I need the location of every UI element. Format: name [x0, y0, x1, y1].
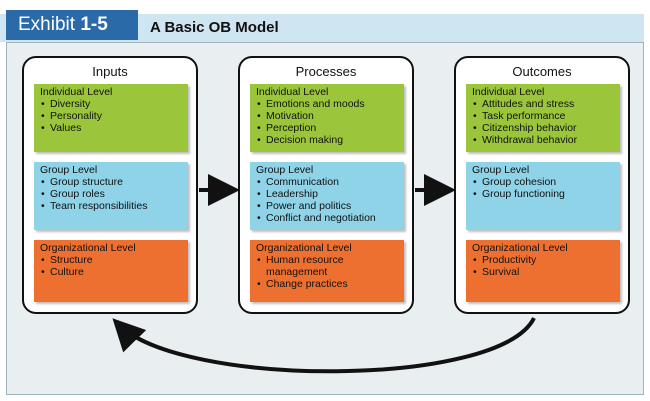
column-processes: Processes Individual Level Emotions and … — [238, 56, 414, 314]
list-item: Structure — [40, 254, 182, 266]
list-item: Change practices — [256, 278, 398, 290]
list-item: Productivity — [472, 254, 614, 266]
list-item: Team responsibilities — [40, 200, 182, 212]
list-item: Task performance — [472, 110, 614, 122]
organizational-level-box: Organizational Level Productivity Surviv… — [466, 240, 620, 302]
list-item: Withdrawal behavior — [472, 134, 614, 146]
exhibit-title: A Basic OB Model — [150, 19, 279, 36]
list-item: Survival — [472, 266, 614, 278]
column-title: Processes — [295, 64, 357, 79]
column-title: Outcomes — [512, 64, 572, 79]
box-heading: Individual Level — [472, 86, 545, 98]
box-heading: Group Level — [472, 164, 530, 176]
list-item: Communication — [256, 176, 398, 188]
individual-level-box: Individual Level Diversity Personality V… — [34, 84, 188, 152]
list-item: Decision making — [256, 134, 398, 146]
list-item: Values — [40, 122, 182, 134]
exhibit-number: 1-5 — [80, 14, 108, 35]
box-heading: Group Level — [256, 164, 314, 176]
organizational-level-box: Organizational Level Human resource mana… — [250, 240, 404, 302]
box-heading: Group Level — [40, 164, 98, 176]
list-item: Diversity — [40, 98, 182, 110]
box-heading: Individual Level — [256, 86, 329, 98]
list-item: Personality — [40, 110, 182, 122]
exhibit-word: Exhibit — [18, 14, 76, 35]
organizational-level-box: Organizational Level Structure Culture — [34, 240, 188, 302]
group-level-box: Group Level Communication Leadership Pow… — [250, 162, 404, 230]
box-heading: Organizational Level — [40, 242, 136, 254]
column-outcomes: Outcomes Individual Level Attitudes and … — [454, 56, 630, 314]
list-item: Group structure — [40, 176, 182, 188]
list-item: Conflict and negotiation — [256, 212, 398, 224]
box-heading: Individual Level — [40, 86, 113, 98]
list-item: Group functioning — [472, 188, 614, 200]
box-heading: Organizational Level — [472, 242, 568, 254]
list-item: Attitudes and stress — [472, 98, 614, 110]
column-inputs: Inputs Individual Level Diversity Person… — [22, 56, 198, 314]
exhibit-tab: Exhibit 1-5 — [6, 10, 138, 40]
list-item: Emotions and moods — [256, 98, 398, 110]
list-item: Power and politics — [256, 200, 398, 212]
list-item: Citizenship behavior — [472, 122, 614, 134]
box-heading: Organizational Level — [256, 242, 352, 254]
list-item: Leadership — [256, 188, 398, 200]
feedback-arrow — [112, 317, 536, 374]
individual-level-box: Individual Level Attitudes and stress Ta… — [466, 84, 620, 152]
group-level-box: Group Level Group structure Group roles … — [34, 162, 188, 230]
list-item: Culture — [40, 266, 182, 278]
list-item: Group roles — [40, 188, 182, 200]
list-item: Motivation — [256, 110, 398, 122]
list-item: Human resource management — [256, 254, 398, 278]
list-item: Perception — [256, 122, 398, 134]
individual-level-box: Individual Level Emotions and moods Moti… — [250, 84, 404, 152]
group-level-box: Group Level Group cohesion Group functio… — [466, 162, 620, 230]
column-title: Inputs — [92, 64, 128, 79]
list-item: Group cohesion — [472, 176, 614, 188]
